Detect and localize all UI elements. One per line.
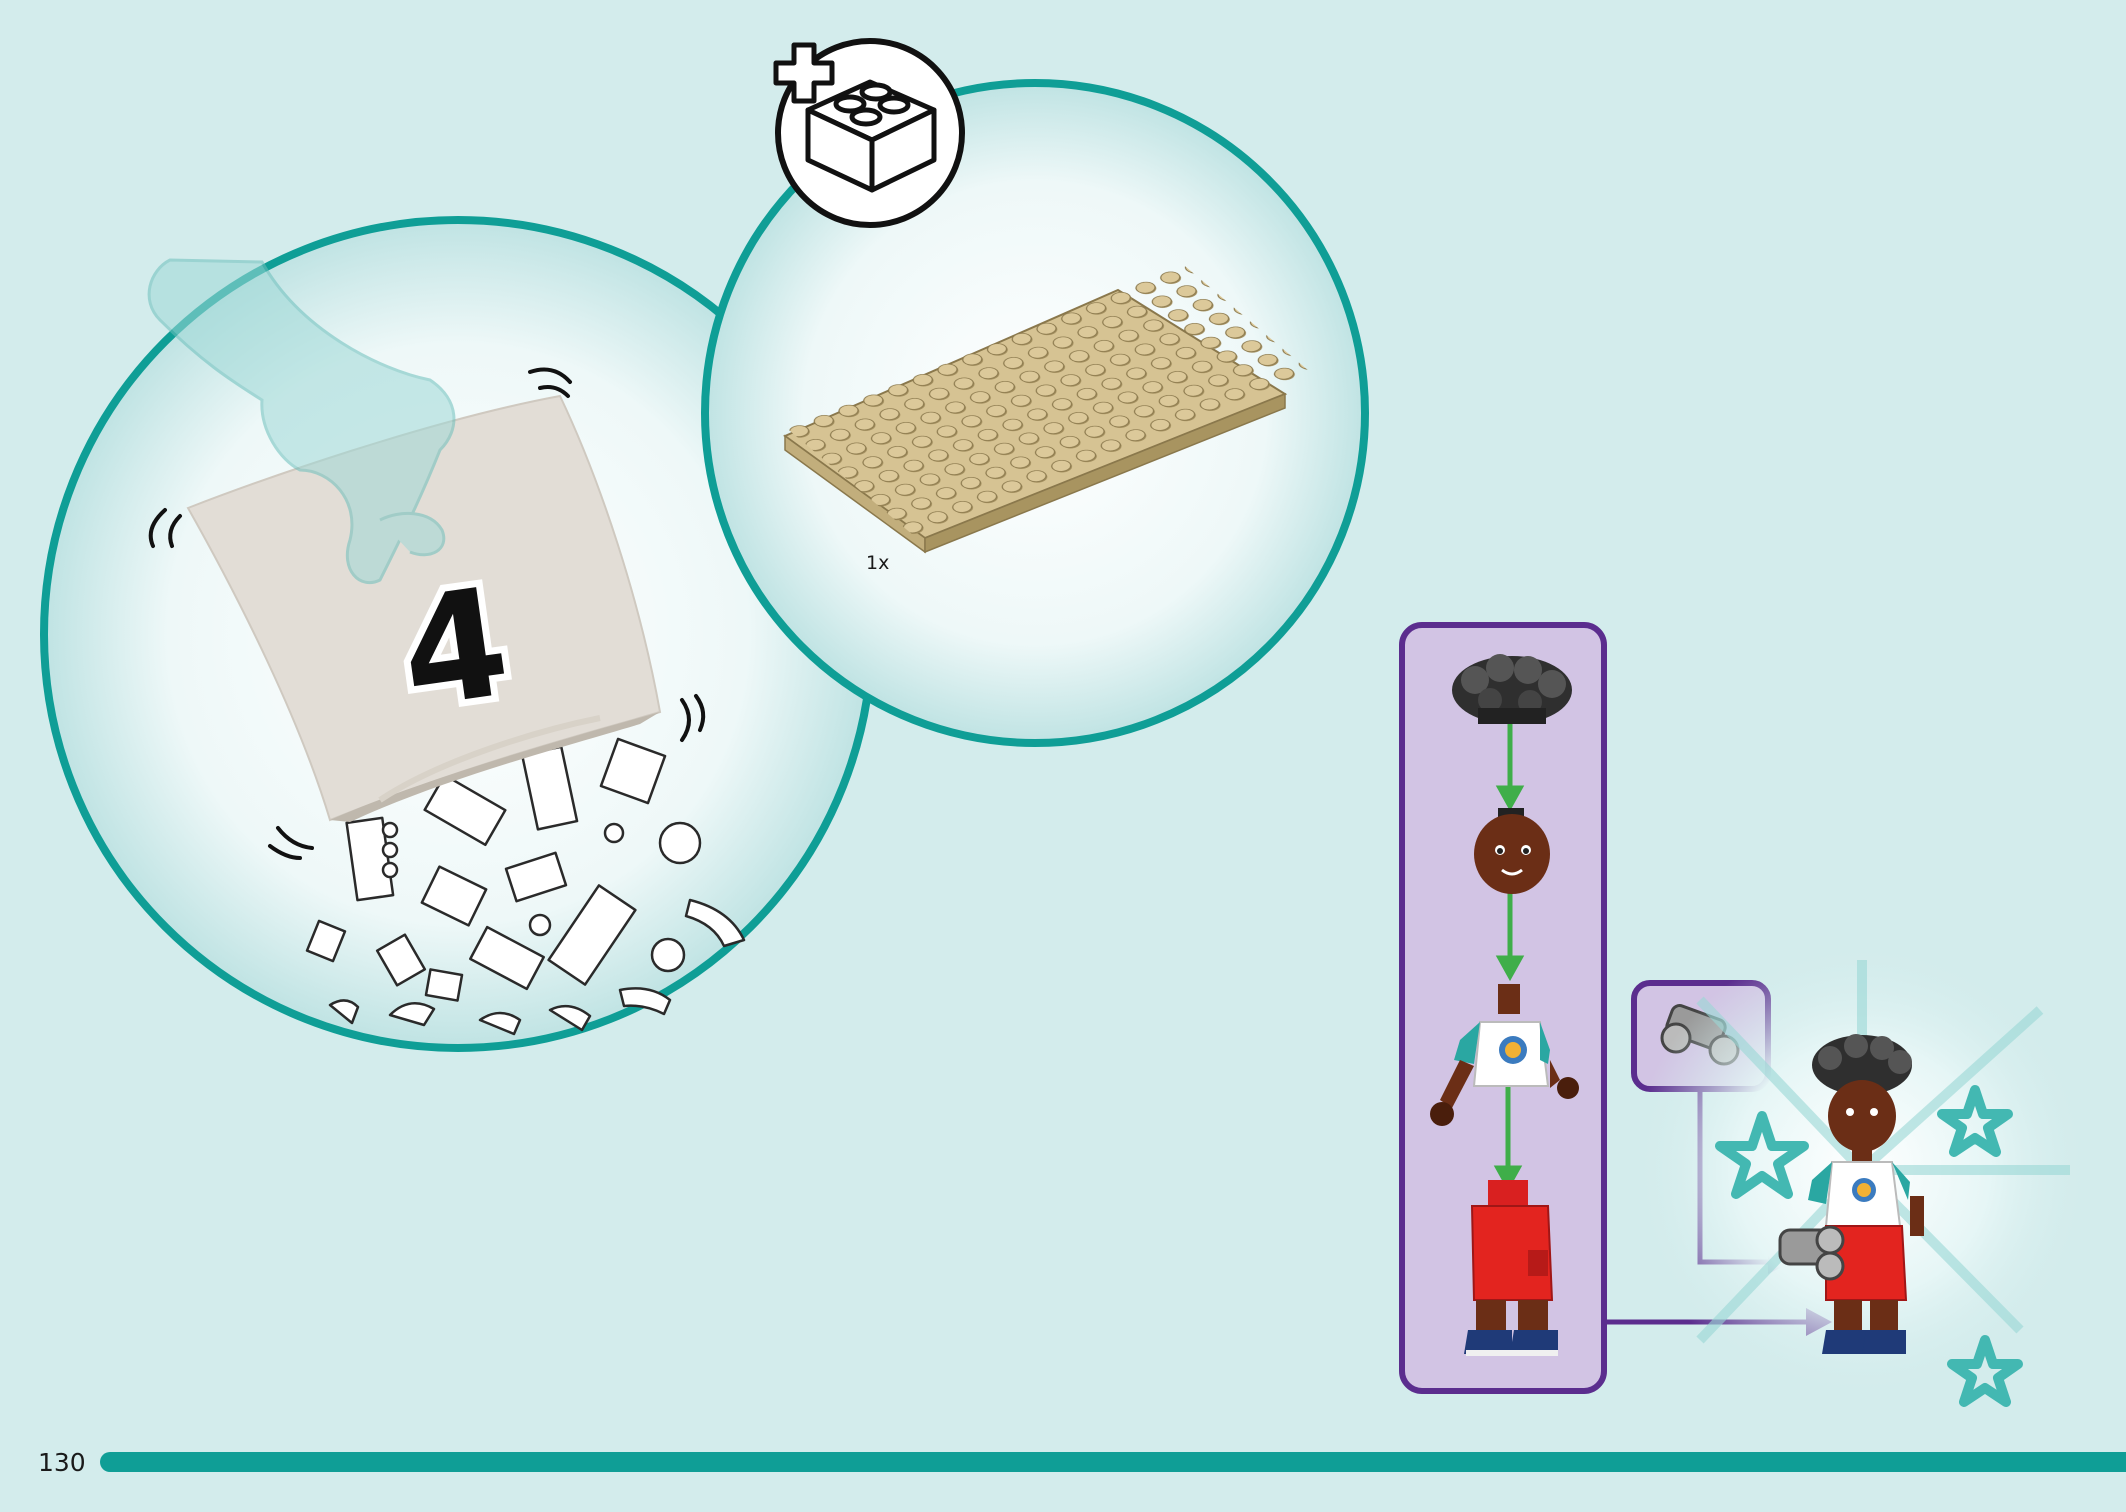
hand-icon bbox=[147, 258, 456, 585]
parts-callout bbox=[701, 79, 1369, 747]
tan-plate bbox=[783, 263, 1312, 554]
footer-bar bbox=[100, 1452, 2126, 1472]
page-number: 130 bbox=[38, 1448, 86, 1477]
minifig-torso bbox=[1430, 984, 1579, 1126]
assembled-minifig bbox=[1778, 1034, 1924, 1354]
minifig-legs bbox=[1464, 1180, 1558, 1356]
brick-icon bbox=[805, 79, 937, 193]
plus-icon bbox=[773, 42, 835, 104]
bag-icon bbox=[186, 394, 662, 822]
loose-bricks bbox=[305, 737, 746, 1036]
minifig-assembly-panel bbox=[1399, 622, 1607, 1394]
completed-minifig-burst bbox=[1632, 940, 2092, 1407]
assembly-arrows bbox=[1493, 722, 1525, 1192]
minifig-head bbox=[1474, 808, 1550, 894]
part-count: 1x bbox=[866, 552, 890, 574]
minifig-hair bbox=[1452, 654, 1572, 724]
shake-marks bbox=[148, 367, 706, 860]
new-parts-icon bbox=[773, 38, 965, 228]
star-icon bbox=[1715, 1085, 2023, 1407]
